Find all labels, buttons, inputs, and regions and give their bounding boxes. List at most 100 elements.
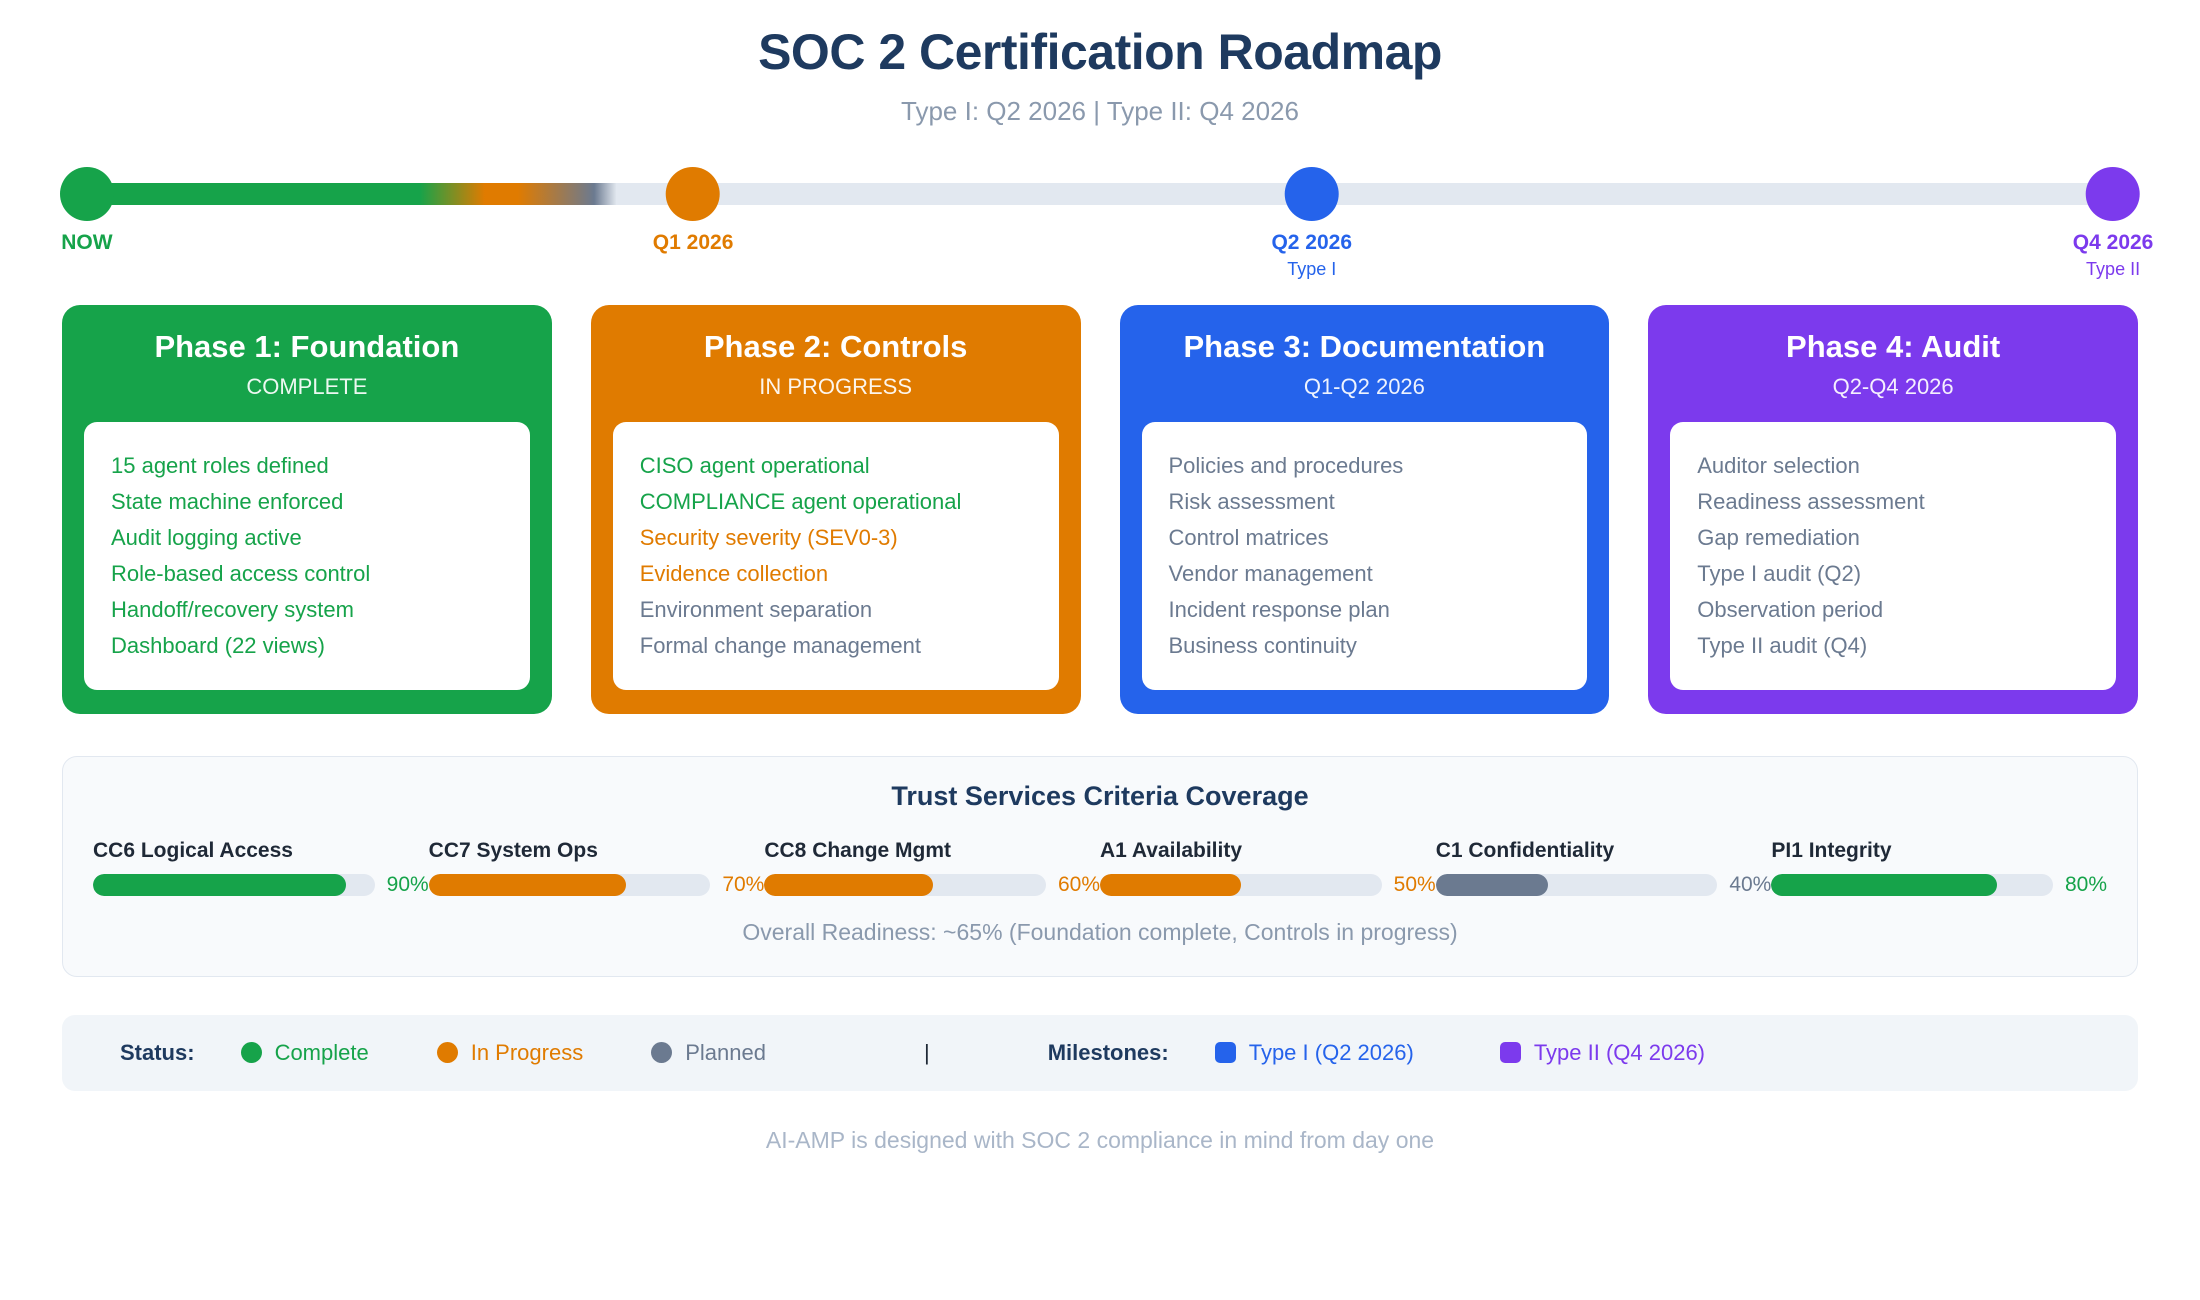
criteria-percent-label: 50% <box>1393 872 1436 896</box>
legend-dot-icon <box>240 1042 262 1064</box>
criteria-progress-track <box>764 873 1046 896</box>
legend-status-item[interactable]: Complete <box>240 1039 369 1066</box>
criteria-bar-row: 80% <box>1771 873 2107 897</box>
phase-status: COMPLETE <box>246 373 368 399</box>
criteria-bar-row: 50% <box>1100 873 1436 897</box>
criteria-percent-label: 70% <box>722 872 765 896</box>
criteria-item: A1 Availability 50% <box>1100 839 1436 897</box>
phase-title: Phase 2: Controls <box>703 329 968 364</box>
criteria-percent-label: 40% <box>1729 872 1772 896</box>
legend-milestone-item[interactable]: Type II (Q4 2026) <box>1499 1039 1706 1066</box>
criteria-progress-track <box>93 873 375 896</box>
legend-separator: | <box>923 1039 930 1065</box>
timeline-dot-icon <box>666 167 721 221</box>
criteria-item: C1 Confidentiality 40% <box>1435 838 1772 897</box>
phase-title: Phase 4: Audit <box>1786 329 2001 364</box>
phase-item: COMPLIANCE agent operational <box>639 488 962 514</box>
phase-item: Formal change management <box>639 632 922 658</box>
phase-item: 15 agent roles defined <box>111 452 329 478</box>
phase-item: Policies and procedures <box>1168 452 1404 478</box>
legend-status-item[interactable]: Planned <box>651 1040 766 1066</box>
legend-dot-icon <box>436 1042 458 1064</box>
criteria-progress-track <box>1771 873 2053 896</box>
phase-status: Q2-Q4 2026 <box>1832 373 1954 399</box>
phase-title: Phase 1: Foundation <box>154 329 460 364</box>
phase-item: Business continuity <box>1168 632 1357 658</box>
timeline-node-label: Q1 2026 <box>652 231 734 254</box>
timeline-node-q1-2026[interactable]: Q1 2026 <box>652 167 734 255</box>
phase-item: Evidence collection <box>639 560 829 586</box>
overall-readiness-text: Overall Readiness: ~65% (Foundation comp… <box>742 918 1458 945</box>
criteria-progress-fill <box>764 873 934 896</box>
criteria-label: A1 Availability <box>1100 838 1243 862</box>
phase-item: State machine enforced <box>111 488 344 514</box>
legend-status-heading: Status: <box>120 1039 195 1065</box>
criteria-label: CC8 Change Mgmt <box>764 838 952 862</box>
legend-status-item-label: Planned <box>685 1039 766 1065</box>
phase-item: Gap remediation <box>1697 524 1860 550</box>
timeline-node-sublabel: Type II <box>2086 259 2141 279</box>
criteria-item: PI1 Integrity 80% <box>1771 839 2107 897</box>
legend-milestones-heading: Milestones: <box>1047 1039 1169 1065</box>
criteria-label: C1 Confidentiality <box>1435 838 1615 862</box>
criteria-label: PI1 Integrity <box>1771 838 1892 862</box>
criteria-progress-fill <box>428 873 626 896</box>
phase-item: Incident response plan <box>1168 596 1390 622</box>
timeline-node-label: NOW <box>61 231 113 254</box>
criteria-progress-fill <box>1771 873 1997 896</box>
legend-status-item[interactable]: In Progress <box>436 1040 583 1066</box>
phase-item: Auditor selection <box>1697 452 1860 478</box>
phase-title: Phase 3: Documentation <box>1183 329 1546 364</box>
page-header: SOC 2 Certification Roadmap Type I: Q2 2… <box>62 0 2138 127</box>
phase-card-2[interactable]: Phase 2: Controls IN PROGRESS CISO agent o… <box>590 305 1081 714</box>
criteria-label: CC6 Logical Access <box>93 838 293 862</box>
timeline-track <box>70 183 2130 205</box>
criteria-percent-label: 90% <box>386 872 429 896</box>
criteria-bar-row: 90% <box>93 873 429 897</box>
footer-note: AI-AMP is designed with SOC 2 compliance… <box>765 1126 1435 1153</box>
legend-status-item-label: Complete <box>274 1039 369 1065</box>
phase-item: Handoff/recovery system <box>111 596 354 622</box>
phase-item: Role-based access control <box>111 560 371 586</box>
criteria-progress-fill <box>93 873 347 896</box>
page-title: SOC 2 Certification Roadmap <box>758 24 1442 80</box>
phase-item: Readiness assessment <box>1697 488 1925 514</box>
criteria-progress-track <box>428 873 711 896</box>
timeline-dot-icon <box>59 167 114 221</box>
phase-status: IN PROGRESS <box>759 373 913 399</box>
criteria-item: CC6 Logical Access 90% <box>93 839 429 897</box>
criteria-progress-fill <box>1435 873 1549 896</box>
phase-item: Environment separation <box>639 596 873 622</box>
phase-item: CISO agent operational <box>639 452 870 478</box>
criteria-bar-row: 70% <box>428 872 765 897</box>
trust-criteria-panel: Trust Services Criteria Coverage CC6 Log… <box>62 755 2138 977</box>
phase-item: Security severity (SEV0-3) <box>639 524 898 550</box>
legend-bar: Status: Complete In Progress Planned | Milest… <box>62 1014 2138 1091</box>
timeline-node-now[interactable]: NOW <box>59 167 114 255</box>
phase-item: Observation period <box>1697 596 1884 622</box>
trust-criteria-title: Trust Services Criteria Coverage <box>891 780 1309 811</box>
phase-status: Q1-Q2 2026 <box>1303 373 1425 399</box>
timeline-node-sublabel: Type I <box>1287 259 1337 279</box>
legend-dot-icon <box>651 1042 673 1064</box>
timeline-node-label: Q2 2026 <box>1271 231 1353 254</box>
legend-milestone-item[interactable]: Type I (Q2 2026) <box>1214 1040 1414 1066</box>
legend-milestone-item-label: Type II (Q4 2026) <box>1533 1039 1706 1065</box>
criteria-progress-fill <box>1100 873 1241 896</box>
criteria-progress-track <box>1100 873 1382 896</box>
timeline-progress-fill <box>70 183 616 205</box>
timeline-dot-icon <box>2086 167 2141 221</box>
phase-item: Dashboard (22 views) <box>111 632 325 658</box>
